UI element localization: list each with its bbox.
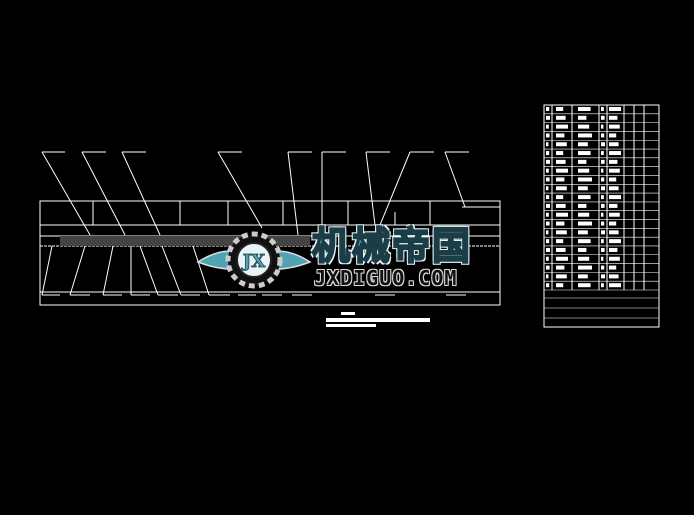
parts-table	[543, 104, 660, 328]
watermark: JX 机械帝国 JXDIGUO.COM	[196, 224, 496, 292]
gear-wings-emblem-icon: JX	[196, 231, 312, 289]
bottom-callouts	[41, 245, 466, 296]
top-callouts	[41, 151, 469, 236]
svg-text:JX: JX	[241, 251, 266, 272]
watermark-url: JXDIGUO.COM	[314, 266, 458, 290]
watermark-title: 机械帝国	[311, 224, 473, 268]
title-bar	[326, 318, 430, 322]
assembly-view	[39, 151, 501, 306]
